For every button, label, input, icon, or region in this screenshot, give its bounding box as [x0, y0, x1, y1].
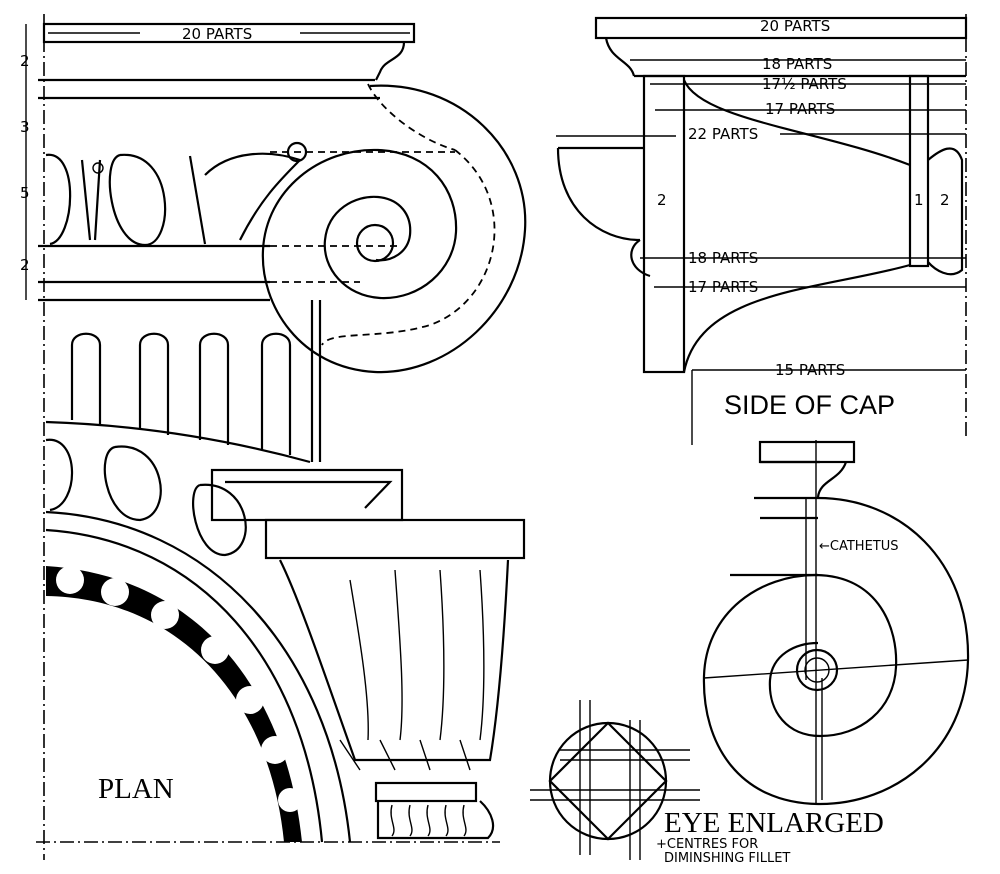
part-label: 2 [20, 256, 30, 274]
side-of-cap-title: SIDE OF CAP [724, 390, 895, 420]
front-elevation: 20 PARTS 2 3 5 2 [20, 14, 527, 860]
corner-capital [264, 518, 526, 840]
side-bolster [642, 74, 686, 374]
shaft-fluting [45, 300, 322, 464]
abacus-ogee [375, 41, 406, 81]
eye-note-line1: +CENTRES FOR [656, 837, 758, 852]
capital-abacus [264, 518, 526, 560]
dim-label: 17 PARTS [688, 278, 758, 296]
dim-label: 17½ PARTS [762, 75, 847, 93]
volute [261, 83, 527, 374]
cathetus-label: ←CATHETUS [819, 539, 899, 554]
part-label: 5 [20, 184, 30, 202]
dim-label: 20 PARTS [760, 17, 830, 35]
side-of-cap: 20 PARTS 18 PARTS 17½ PARTS 17 PARTS 22 … [556, 14, 968, 445]
volute-detail: ←CATHETUS [702, 440, 970, 806]
plan-title: PLAN [98, 773, 174, 805]
capital-astragal [374, 781, 478, 803]
small-dim: 2 [940, 191, 950, 209]
dim-label: 18 PARTS [762, 55, 832, 73]
dim-label: 17 PARTS [765, 100, 835, 118]
part-label: 2 [20, 52, 30, 70]
part-label: 3 [20, 118, 30, 136]
dim-label: 18 PARTS [688, 249, 758, 267]
abacus [42, 22, 416, 44]
abacus-width-label: 20 PARTS [182, 25, 252, 43]
small-dim: 1 [914, 191, 924, 209]
eye-note-line2: DIMINSHING FILLET [664, 851, 790, 866]
eye-enlarged-title: EYE ENLARGED [664, 807, 884, 839]
small-dim: 2 [657, 191, 667, 209]
egg-and-dart [45, 153, 207, 247]
dim-label: 22 PARTS [688, 125, 758, 143]
eye-enlarged: EYE ENLARGED +CENTRES FOR DIMINSHING FIL… [530, 700, 884, 866]
plan-view: PLAN [36, 438, 500, 843]
dim-label: 15 PARTS [775, 361, 845, 379]
plan-flutes [56, 566, 302, 812]
acanthus-scroll [204, 152, 303, 241]
